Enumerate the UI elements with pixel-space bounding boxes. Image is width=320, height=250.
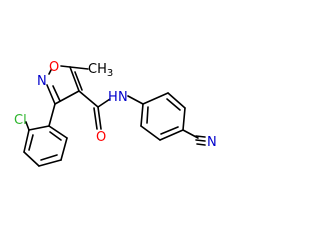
amide-h-label: H [108, 90, 118, 105]
bond-c3-a1 [48, 103, 56, 127]
methyl-label: CH3 [88, 62, 113, 79]
atom-labels: CH3 O N Cl O H N N [14, 60, 217, 150]
bond-p4-p5 [159, 129, 184, 141]
bond-a1-a2 [28, 125, 50, 131]
bond-p2-p3-inner [166, 98, 181, 111]
bond-carbonyl-n [97, 98, 111, 108]
bond-a6-a1-inner [49, 131, 62, 141]
bond-c5-c4-inner [74, 71, 83, 91]
bond-carbonyl-o-2 [93, 107, 98, 130]
bond-cn-triple-2 [195, 139, 206, 142]
bond-a3-a4 [23, 151, 40, 167]
molecule-diagram: CH3 O N Cl O H N N [14, 60, 217, 167]
bond-p5-p6 [140, 125, 161, 141]
bond-o1-c5 [60, 65, 71, 68]
bond-a5-a6 [60, 137, 68, 161]
bond-c4-carbonyl [78, 90, 99, 108]
bond-a2-a3 [23, 129, 30, 153]
bond-p6-p1-inner [146, 106, 149, 124]
nitrile-n-label: N [207, 135, 217, 150]
ring-nitrogen-label: N [37, 74, 47, 89]
bond-a2-a3-inner [28, 134, 34, 151]
bond-a2-cl [25, 121, 30, 131]
bond-a4-a5-inner [40, 154, 58, 161]
bond-c3-n2-inner [52, 85, 61, 102]
bond-c5-c4 [69, 66, 80, 92]
bond-p4-cn [182, 129, 199, 139]
bond-p6-p1 [140, 103, 144, 127]
amide-n-label: N [118, 90, 128, 105]
bond-c4-c3 [54, 90, 80, 105]
ring-oxygen-label: O [49, 60, 59, 75]
bond-cn-triple-1 [195, 135, 206, 138]
bond-p4-p5-inner [160, 126, 179, 135]
bond-a6-a1 [48, 125, 68, 139]
bond-cn-triple-3 [196, 143, 206, 146]
bond-p2-p3 [167, 92, 186, 109]
bond-p3-p4 [182, 107, 186, 131]
amide-oxygen-label: O [96, 130, 106, 145]
bond-p1-p2 [142, 92, 169, 105]
bond-n2-o1 [48, 69, 52, 75]
bond-a4-a5 [38, 159, 62, 167]
bond-c3-n2 [46, 84, 56, 105]
bond-c5-methyl [69, 66, 89, 70]
bond-n-aryl [127, 95, 144, 105]
bond-carbonyl-o [97, 106, 102, 130]
chlorine-label: Cl [14, 113, 27, 128]
bonds [23, 65, 206, 167]
